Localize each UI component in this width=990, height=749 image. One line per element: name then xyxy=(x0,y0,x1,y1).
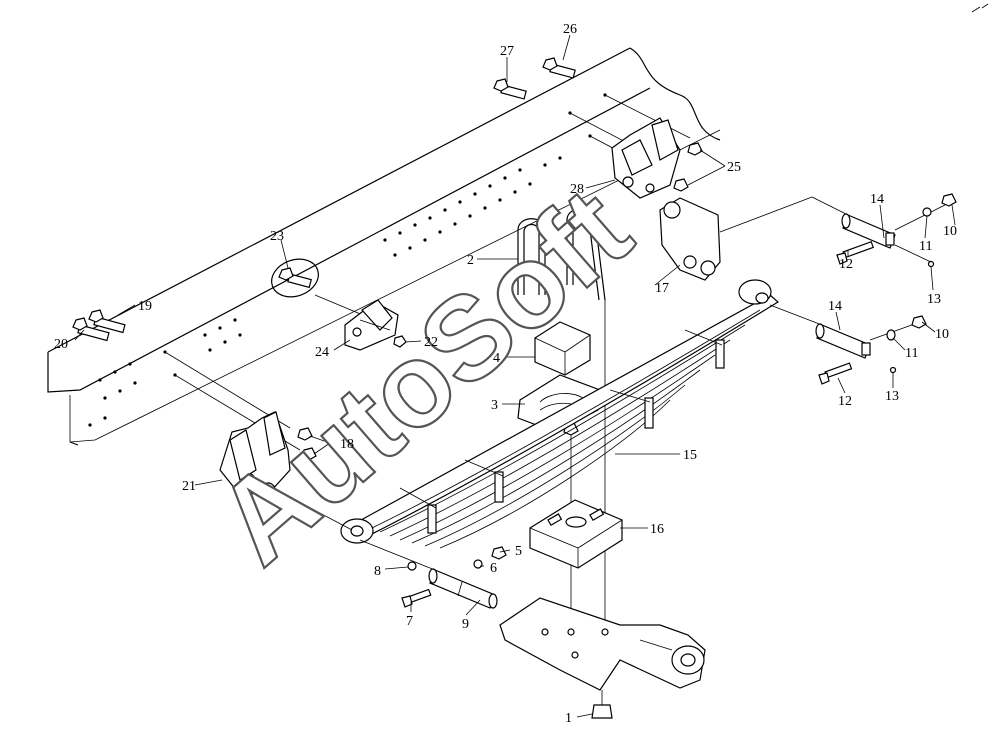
bolt-19-20 xyxy=(72,309,126,342)
callout-19: 19 xyxy=(138,299,152,314)
callout-10-upper: 10 xyxy=(943,224,957,239)
spacer-16 xyxy=(529,499,623,569)
leaf-spring-15 xyxy=(340,279,780,549)
callout-18: 18 xyxy=(340,437,354,452)
callout-7: 7 xyxy=(406,614,413,629)
callout-4: 4 xyxy=(493,351,500,366)
axle-seat xyxy=(499,597,706,719)
callout-14-upper: 14 xyxy=(870,192,884,207)
callout-1: 1 xyxy=(565,711,572,726)
callout-20: 20 xyxy=(54,337,68,352)
pin-14-upper xyxy=(811,193,957,268)
callout-26: 26 xyxy=(563,22,577,37)
callout-27: 27 xyxy=(500,44,514,59)
bolt-26-27 xyxy=(493,57,576,100)
bracket-28 xyxy=(611,117,703,199)
callout-25: 25 xyxy=(727,160,741,175)
callout-17: 17 xyxy=(655,281,669,296)
callout-24: 24 xyxy=(315,345,329,360)
callout-6: 6 xyxy=(490,561,497,576)
callout-8: 8 xyxy=(374,564,381,579)
callout-21: 21 xyxy=(182,479,196,494)
callout-9: 9 xyxy=(462,617,469,632)
callout-10-lower: 10 xyxy=(935,327,949,342)
corner-mark xyxy=(971,3,989,13)
callout-16: 16 xyxy=(650,522,664,537)
frame-rail xyxy=(47,47,721,451)
callout-11-lower: 11 xyxy=(905,346,918,361)
pin-9 xyxy=(359,539,507,609)
callout-15: 15 xyxy=(683,448,697,463)
callout-11-upper: 11 xyxy=(919,239,932,254)
callout-14-lower: 14 xyxy=(828,299,842,314)
callout-22: 22 xyxy=(424,335,438,350)
pad-4 xyxy=(534,321,591,376)
leader-lines xyxy=(74,34,956,718)
callout-3: 3 xyxy=(491,398,498,413)
callout-12-lower: 12 xyxy=(838,394,852,409)
callout-2: 2 xyxy=(467,253,474,268)
callout-labels: 1 2 3 4 5 6 7 8 9 10 10 11 11 12 12 13 1… xyxy=(54,22,957,726)
callout-13-upper: 13 xyxy=(927,292,941,307)
u-bolts-2 xyxy=(517,208,606,630)
callout-13-lower: 13 xyxy=(885,389,899,404)
bracket-21 xyxy=(219,411,353,531)
callout-23: 23 xyxy=(270,229,284,244)
pin-14-lower xyxy=(769,304,927,385)
bolt-23 xyxy=(271,258,319,298)
callout-5: 5 xyxy=(515,544,522,559)
callout-28: 28 xyxy=(570,182,584,197)
bracket-24 xyxy=(344,299,407,351)
callout-12-upper: 12 xyxy=(839,257,853,272)
shackle-17 xyxy=(659,196,813,281)
